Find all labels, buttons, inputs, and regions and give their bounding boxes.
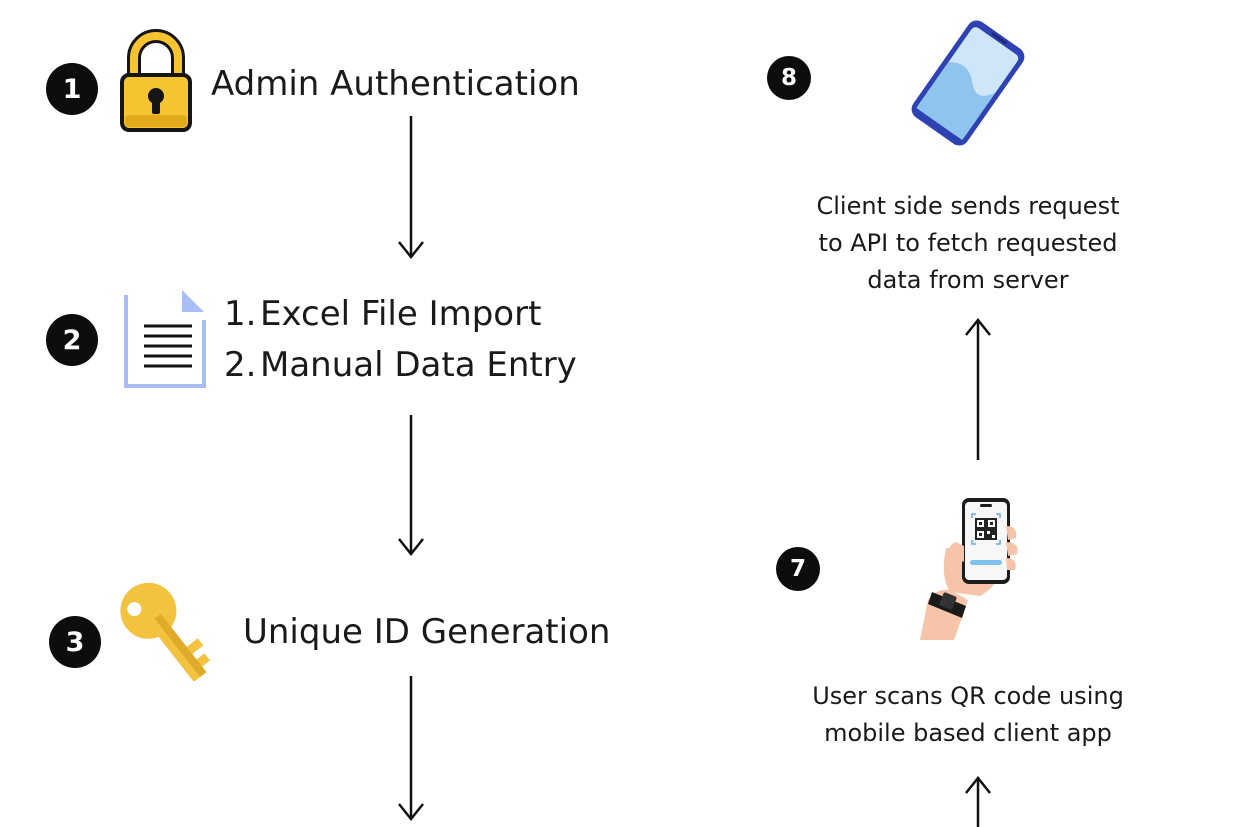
step-3-title: Unique ID Generation — [243, 612, 611, 652]
smartphone-icon — [888, 20, 1048, 146]
step-1-title: Admin Authentication — [211, 64, 580, 104]
step-8-caption-line-2: to API to fetch requested — [818, 229, 1118, 257]
arrow-step3-to-next — [396, 676, 426, 822]
document-icon — [124, 290, 206, 388]
step-8-caption: Client side sends request to API to fetc… — [776, 188, 1160, 299]
step-2-item-1-text: Excel File Import — [260, 294, 542, 334]
step-badge-8: 8 — [767, 56, 811, 100]
step-2-item-1: 1. Excel File Import — [224, 294, 541, 334]
step-badge-7: 7 — [776, 547, 820, 591]
step-2-item-1-number: 1. — [224, 294, 257, 334]
step-badge-2: 2 — [46, 314, 98, 366]
step-badge-3: 3 — [49, 616, 101, 668]
arrow-step6-to-step7 — [963, 775, 993, 827]
key-icon — [120, 572, 216, 690]
arrow-step7-to-step8 — [963, 317, 993, 460]
step-7-caption-line-1: User scans QR code using — [812, 682, 1124, 710]
hand-phone-qr-icon — [910, 496, 1022, 640]
arrow-step2-to-step3 — [396, 415, 426, 557]
step-8-caption-line-3: data from server — [867, 266, 1069, 294]
step-8-caption-line-1: Client side sends request — [816, 192, 1120, 220]
step-7-caption: User scans QR code using mobile based cl… — [776, 678, 1160, 752]
step-2-item-2-number: 2. — [224, 345, 257, 385]
step-2-item-2: 2. Manual Data Entry — [224, 345, 577, 385]
step-badge-1: 1 — [46, 63, 98, 115]
lock-icon — [119, 29, 193, 133]
step-7-caption-line-2: mobile based client app — [824, 719, 1112, 747]
arrow-step1-to-step2 — [396, 116, 426, 260]
step-2-item-2-text: Manual Data Entry — [260, 345, 577, 385]
